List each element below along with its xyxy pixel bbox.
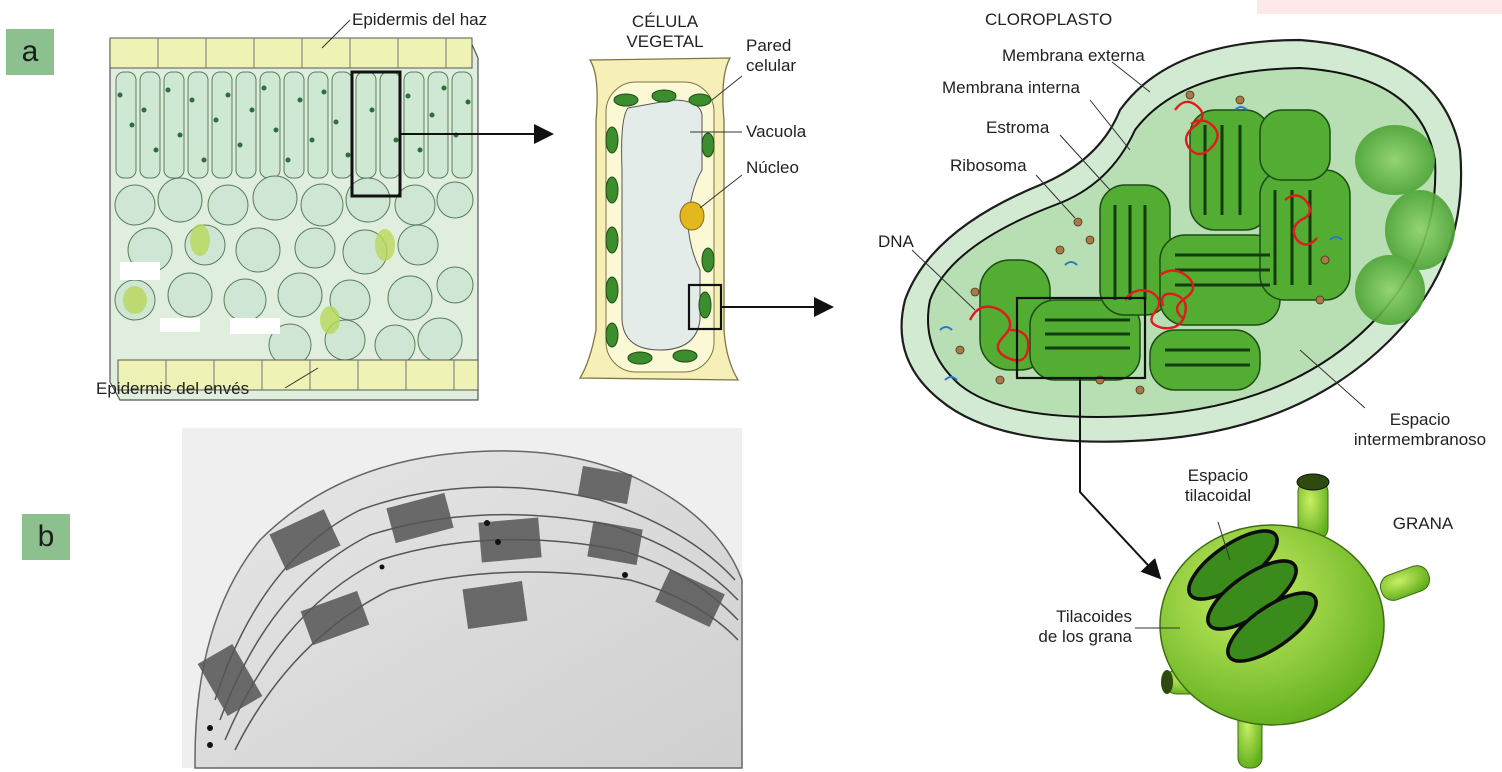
cell-title-line1: CÉLULA bbox=[605, 12, 725, 32]
chloroplast-title: CLOROPLASTO bbox=[985, 10, 1145, 30]
plant-cell bbox=[580, 58, 742, 380]
label-thylakoids-line2: de los grana bbox=[1002, 627, 1132, 647]
label-vacuole: Vacuola bbox=[746, 122, 806, 142]
label-ribosome: Ribosoma bbox=[950, 156, 1027, 176]
label-upper-epidermis: Epidermis del haz bbox=[352, 10, 487, 30]
label-outer-membrane: Membrana externa bbox=[1002, 46, 1145, 66]
label-thylakoid-space-line2: tilacoidal bbox=[1168, 486, 1268, 506]
cell-title-line2: VEGETAL bbox=[605, 32, 725, 52]
electron-micrograph bbox=[182, 428, 742, 768]
label-inner-membrane: Membrana interna bbox=[942, 78, 1080, 98]
label-cell-wall-line2: celular bbox=[746, 56, 796, 76]
label-nucleus: Núcleo bbox=[746, 158, 799, 178]
label-thylakoid-space-line1: Espacio bbox=[1168, 466, 1268, 486]
leaf-cross-section bbox=[110, 20, 478, 400]
granum-title: GRANA bbox=[1383, 514, 1463, 534]
label-stroma: Estroma bbox=[986, 118, 1049, 138]
label-dna: DNA bbox=[878, 232, 914, 252]
label-cell-wall-line1: Pared bbox=[746, 36, 791, 56]
label-intermembrane-line1: Espacio bbox=[1335, 410, 1502, 430]
label-thylakoids-line1: Tilacoides bbox=[1002, 607, 1132, 627]
label-intermembrane-line2: intermembranoso bbox=[1335, 430, 1502, 450]
chloroplast bbox=[902, 40, 1462, 442]
label-lower-epidermis: Epidermis del envés bbox=[96, 379, 249, 399]
